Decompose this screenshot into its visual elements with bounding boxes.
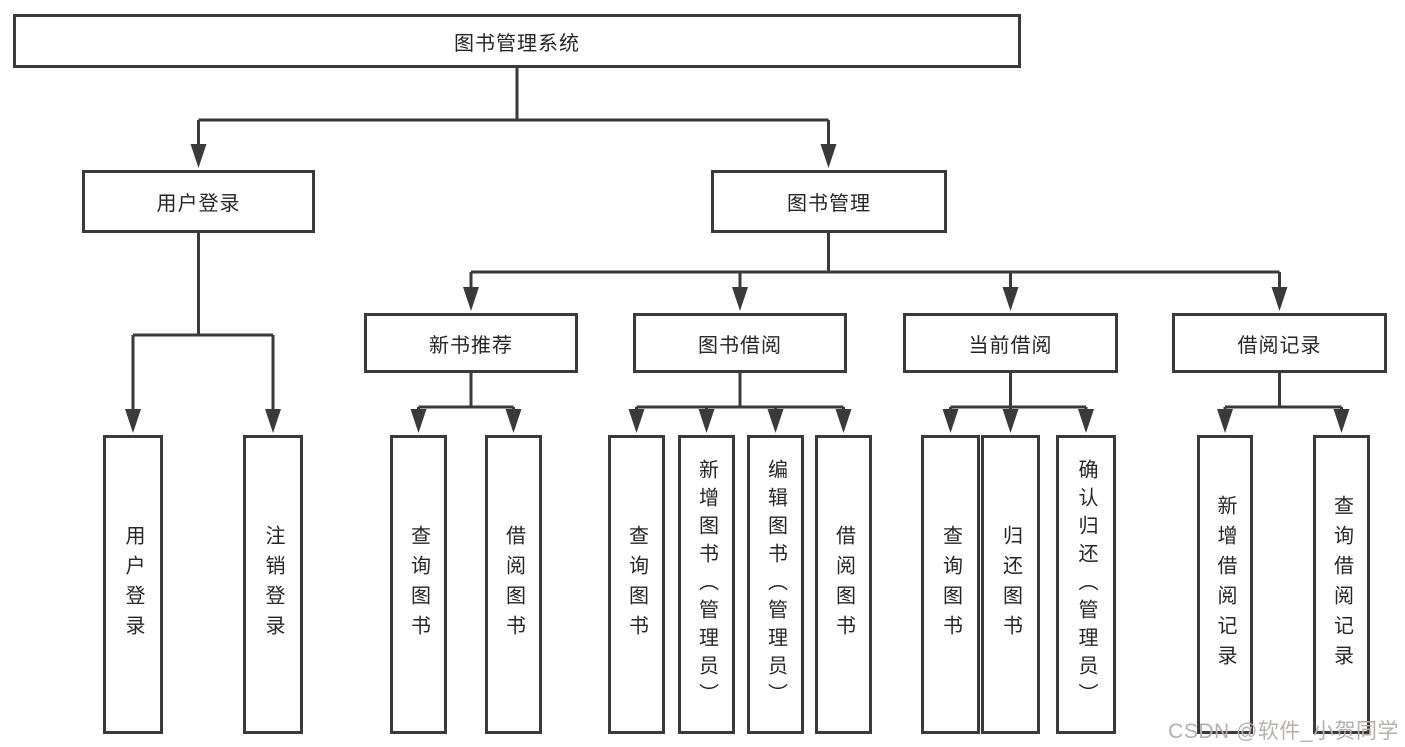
node-new-book-recommend-label: 新书推荐	[429, 334, 513, 357]
node-borrow-records-label: 借阅记录	[1237, 334, 1322, 357]
leaf-query-books-1: 查询图书	[390, 435, 447, 734]
node-root: 图书管理系统	[13, 14, 1021, 68]
node-current-borrow: 当前借阅	[903, 313, 1118, 373]
leaf-return-books: 归还图书	[981, 435, 1040, 734]
leaf-user-login-label: 用户登录	[122, 524, 144, 645]
node-book-borrow-label: 图书借阅	[698, 334, 782, 357]
leaf-edit-books-admin-label: 编辑图书（管理员）	[764, 458, 787, 711]
leaf-borrow-books-2: 借阅图书	[815, 435, 872, 734]
leaf-query-books-2: 查询图书	[608, 435, 665, 734]
leaf-borrow-books-1-label: 借阅图书	[502, 524, 525, 645]
leaf-add-books-admin-label: 新增图书（管理员）	[695, 458, 718, 711]
leaf-user-login: 用户登录	[103, 435, 163, 734]
node-book-borrow: 图书借阅	[633, 313, 847, 373]
leaf-logout: 注销登录	[243, 435, 303, 734]
leaf-query-books-1-label: 查询图书	[407, 524, 430, 645]
leaf-query-borrow-record-label: 查询借阅记录	[1330, 494, 1353, 675]
node-borrow-records: 借阅记录	[1172, 313, 1387, 373]
node-root-label: 图书管理系统	[454, 32, 580, 55]
node-user-login: 用户登录	[82, 170, 315, 233]
leaf-add-books-admin: 新增图书（管理员）	[678, 435, 735, 734]
node-book-management: 图书管理	[711, 170, 947, 233]
leaf-confirm-return-admin-label: 确认归还（管理员）	[1075, 458, 1097, 711]
leaf-query-books-3-label: 查询图书	[939, 524, 962, 645]
node-user-login-label: 用户登录	[156, 193, 241, 215]
leaf-query-books-2-label: 查询图书	[625, 524, 648, 645]
node-current-borrow-label: 当前借阅	[968, 334, 1053, 357]
node-book-management-label: 图书管理	[787, 193, 871, 215]
leaf-query-books-3: 查询图书	[921, 435, 980, 734]
leaf-logout-label: 注销登录	[262, 524, 284, 645]
leaf-confirm-return-admin: 确认归还（管理员）	[1056, 435, 1116, 734]
leaf-borrow-books-2-label: 借阅图书	[832, 524, 855, 645]
leaf-add-borrow-record-label: 新增借阅记录	[1214, 494, 1236, 675]
leaf-add-borrow-record: 新增借阅记录	[1197, 435, 1253, 734]
leaf-query-borrow-record: 查询借阅记录	[1313, 435, 1370, 734]
node-new-book-recommend: 新书推荐	[364, 313, 578, 373]
leaf-return-books-label: 归还图书	[999, 524, 1022, 645]
leaf-borrow-books-1: 借阅图书	[485, 435, 542, 734]
leaf-edit-books-admin: 编辑图书（管理员）	[747, 435, 804, 734]
